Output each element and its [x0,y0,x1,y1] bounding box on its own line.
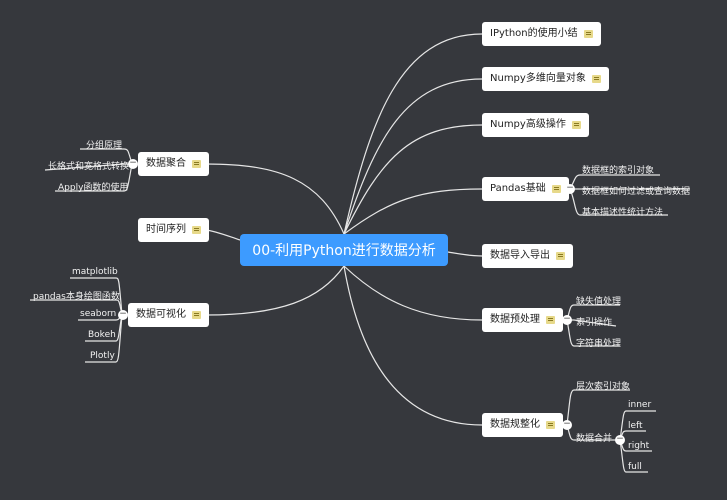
subtopic-grouping-principle[interactable]: 分组原理 [86,141,123,151]
subtopic-filter-query[interactable]: 数据框如何过滤或查询数据 [582,187,691,197]
topic-time-series[interactable]: 时间序列 [138,218,209,242]
note-icon[interactable] [571,121,581,129]
topic-data-io[interactable]: 数据导入导出 [482,244,573,268]
merge-left[interactable]: left [628,421,643,431]
topic-label: 数据规整化 [490,419,540,430]
subtopic-descriptive-stats[interactable]: 基本描述性统计方法 [582,208,664,218]
collapse-toggle-icon[interactable]: − [118,309,128,320]
note-icon[interactable] [591,75,601,83]
topic-aggregation[interactable]: 数据聚合 [138,152,209,176]
note-icon[interactable] [556,252,565,260]
subtopic-matplotlib[interactable]: matplotlib [72,267,118,277]
subtopic-apply[interactable]: Apply函数的使用 [58,183,129,193]
note-icon[interactable] [551,185,561,193]
collapse-toggle-icon[interactable]: − [128,158,138,169]
topic-numpy-vector[interactable]: Numpy多维向量对象 [482,67,609,91]
topic-label: Numpy高级操作 [490,119,566,130]
merge-right[interactable]: right [628,441,650,451]
collapse-toggle-icon[interactable]: − [615,434,625,445]
topic-label: IPython的使用小结 [490,28,578,39]
topic-numpy-advanced[interactable]: Numpy高级操作 [482,113,589,137]
note-icon[interactable] [192,226,201,234]
note-icon[interactable] [192,311,201,319]
subtopic-long-wide[interactable]: 长格式和宽格式转换 [48,162,130,172]
topic-label: 数据预处理 [490,314,540,325]
topic-label: Numpy多维向量对象 [490,73,586,84]
topic-preprocessing[interactable]: 数据预处理 [482,308,563,332]
merge-full[interactable]: full [628,462,642,472]
collapse-toggle-icon[interactable]: − [562,419,572,430]
collapse-toggle-icon[interactable]: − [565,183,575,194]
subtopic-plotly[interactable]: Plotly [90,351,115,361]
subtopic-bokeh[interactable]: Bokeh [88,330,116,340]
note-icon[interactable] [583,30,593,38]
subtopic-seaborn[interactable]: seaborn [80,309,117,319]
note-icon[interactable] [192,160,201,168]
note-icon[interactable] [546,421,555,429]
topic-reshaping[interactable]: 数据规整化 [482,413,563,437]
root-topic[interactable]: 00-利用Python进行数据分析 [240,234,448,266]
topic-pandas-basics[interactable]: Pandas基础 [482,177,569,201]
subtopic-index-ops[interactable]: 索引操作 [576,318,613,328]
subtopic-missing-values[interactable]: 缺失值处理 [576,297,622,307]
subtopic-pandas-plot[interactable]: pandas本身绘图函数 [33,292,120,302]
subtopic-index-object[interactable]: 数据框的索引对象 [582,166,655,176]
subtopic-string-processing[interactable]: 字符串处理 [576,339,622,349]
collapse-toggle-icon[interactable]: − [562,314,572,325]
topic-label: 时间序列 [146,224,186,235]
topic-label: Pandas基础 [490,183,546,194]
subtopic-hierarchical-index[interactable]: 层次索引对象 [576,382,631,392]
topic-label: 数据聚合 [146,158,186,169]
merge-inner[interactable]: inner [628,400,652,410]
topic-visualization[interactable]: 数据可视化 [128,303,209,327]
note-icon[interactable] [546,316,555,324]
topic-ipython[interactable]: IPython的使用小结 [482,22,601,46]
topic-label: 数据可视化 [136,309,186,320]
topic-label: 数据导入导出 [490,250,550,261]
subtopic-merge[interactable]: 数据合并 [576,434,613,444]
